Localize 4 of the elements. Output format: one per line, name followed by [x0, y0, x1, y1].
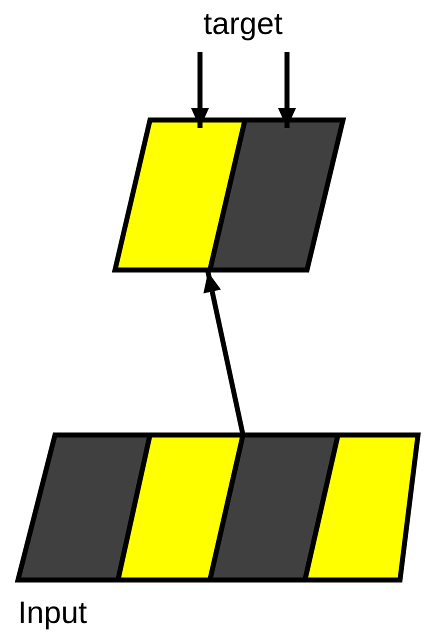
arrow [278, 52, 296, 128]
input-label: Input [18, 597, 87, 628]
arrow [191, 52, 209, 128]
target-label: target [203, 6, 283, 41]
